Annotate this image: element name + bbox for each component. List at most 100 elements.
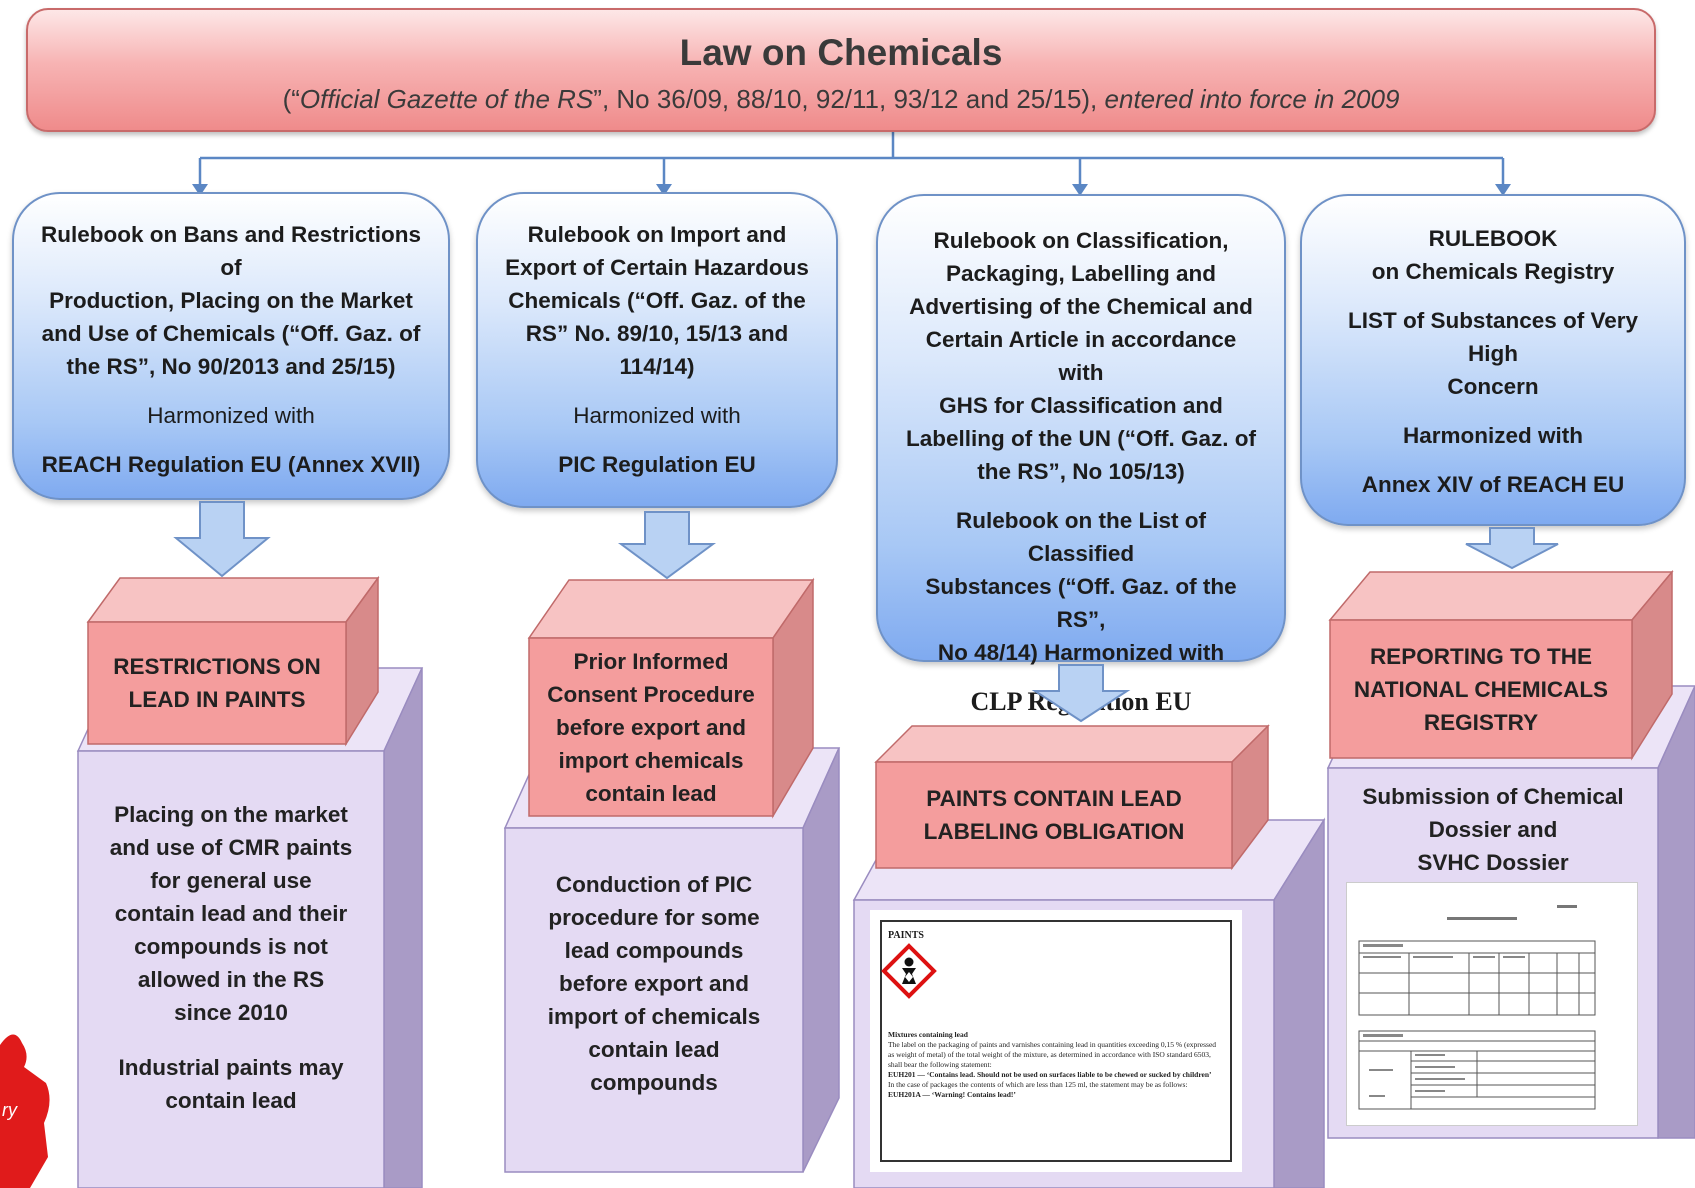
cube-body-line: Submission of Chemical <box>1362 784 1624 809</box>
rulebook-line: Rulebook on Import and <box>527 222 787 247</box>
rulebook-line: the RS”, No 90/2013 and 25/15) <box>66 354 396 379</box>
cube-3-title: PAINTS CONTAIN LEAD LABELING OBLIGATION <box>876 762 1232 868</box>
rulebook-line: the RS”, No 105/13) <box>977 459 1185 484</box>
cube-body-line: Conduction of PIC <box>555 872 753 897</box>
rulebook-import-export: Rulebook on Import and Export of Certain… <box>476 192 838 508</box>
cube-title-line: before export and <box>555 714 747 740</box>
law-subtitle: (“Official Gazette of the RS”, No 36/09,… <box>28 84 1654 115</box>
down-block-arrow-4 <box>1465 527 1559 570</box>
cube-4-title: REPORTING TO THE NATIONAL CHEMICALS REGI… <box>1330 620 1632 758</box>
law-subtitle-tail: entered into force in 2009 <box>1104 84 1400 114</box>
rulebook-line: Substances (“Off. Gaz. of the RS”, <box>925 574 1237 632</box>
cube-title-line: PAINTS CONTAIN LEAD <box>926 786 1182 811</box>
rulebook-line: Concern <box>1447 374 1539 399</box>
rulebook-line: Rulebook on Bans and Restrictions of <box>40 222 422 280</box>
health-hazard-pictogram-icon <box>881 943 937 999</box>
cube-1-title: RESTRICTIONS ON LEAD IN PAINTS <box>88 622 346 744</box>
cube-body-line: for general use <box>150 868 312 893</box>
regulation-label: REACH Regulation EU (Annex XVII) <box>41 452 421 477</box>
law-subtitle-gazette: Official Gazette of the RS <box>299 84 594 114</box>
rulebook-line: Advertising of the Chemical and <box>909 294 1253 319</box>
rulebook-line: RS” No. 89/10, 15/13 and <box>525 321 789 346</box>
cube-title-line: NATIONAL CHEMICALS <box>1353 676 1609 702</box>
law-subtitle-open: (“ <box>282 84 300 114</box>
rulebook-line: Rulebook on the List of Classified <box>956 508 1206 566</box>
rulebook-line: Certain Article in accordance with <box>925 327 1237 385</box>
cube-title-line: LABELING OBLIGATION <box>923 819 1185 844</box>
rulebook-bans-restrictions: Rulebook on Bans and Restrictions of Pro… <box>12 192 450 500</box>
rulebook-line: LIST of Substances of Very High <box>1347 308 1639 366</box>
harmonized-label: Harmonized with <box>147 403 315 428</box>
cube-body-line: Placing on the market <box>114 802 348 827</box>
cube-registry-reporting: REPORTING TO THE NATIONAL CHEMICALS REGI… <box>1326 569 1695 1139</box>
connector-arrowhead <box>656 184 672 196</box>
label-doc-text: In the case of packages the contents of … <box>888 1080 1188 1089</box>
law-subtitle-numbers: ”, No 36/09, 88/10, 92/11, 93/12 and 25/… <box>593 84 1098 114</box>
cube-labeling-obligation: PAINTS CONTAIN LEAD LABELING OBLIGATION … <box>852 724 1326 1188</box>
cube-body-line: and use of CMR paints <box>109 835 353 860</box>
cube-pic-procedure: Prior Informed Consent Procedure before … <box>503 577 845 1173</box>
cube-body-line: Dossier and <box>1428 817 1558 842</box>
cube-title-line: Prior Informed <box>573 648 729 674</box>
rulebook-line: on Chemicals Registry <box>1371 259 1615 284</box>
rulebook-chemicals-registry: RULEBOOK on Chemicals Registry LIST of S… <box>1300 194 1686 526</box>
cube-title-line: REPORTING TO THE <box>1369 643 1593 669</box>
down-block-arrow-2 <box>617 511 717 580</box>
cube-body-line: SVHC Dossier <box>1417 850 1569 875</box>
harmonized-label: Harmonized with <box>573 403 741 428</box>
cube-body-line: compounds <box>590 1070 718 1095</box>
law-title: Law on Chemicals <box>679 32 1003 73</box>
label-document-image: PAINTS Mixtures containing lead The labe… <box>870 910 1242 1172</box>
cube-1-shape <box>76 575 424 1188</box>
cube-lead-restrictions: RESTRICTIONS ON LEAD IN PAINTS Placing o… <box>76 575 428 1188</box>
cube-2-shape <box>503 577 841 1173</box>
rulebook-line: and Use of Chemicals (“Off. Gaz. of <box>41 321 421 346</box>
cube-2-body: Conduction of PIC procedure for some lea… <box>505 868 803 1099</box>
rulebook-line: GHS for Classification and <box>939 393 1223 418</box>
cube-body-line: procedure for some <box>548 905 760 930</box>
label-doc-subheading: Mixtures containing lead <box>888 1030 968 1039</box>
corner-logo-text: ry <box>2 1100 17 1120</box>
rulebook-line: Rulebook on Classification, <box>933 228 1229 253</box>
cube-body-line: import of chemicals <box>547 1004 761 1029</box>
rulebook-line: Export of Certain Hazardous <box>505 255 809 280</box>
down-block-arrow-1 <box>173 501 271 578</box>
law-on-chemicals-box: Law on Chemicals (“Official Gazette of t… <box>26 8 1656 132</box>
regulation-label: PIC Regulation EU <box>558 452 756 477</box>
rulebook-line: Labelling of the UN (“Off. Gaz. of <box>906 426 1256 451</box>
regulation-label: Annex XIV of REACH EU <box>1361 472 1625 497</box>
cube-2-title: Prior Informed Consent Procedure before … <box>529 638 773 816</box>
rulebook-line: 114/14) <box>619 354 695 379</box>
connector-arrowhead <box>192 184 208 196</box>
cube-1-body: Placing on the market and use of CMR pai… <box>78 798 384 1117</box>
label-doc-heading: PAINTS <box>888 930 924 941</box>
cube-title-line: contain lead <box>585 780 717 806</box>
rulebook-line: No 48/14) Harmonized with <box>937 640 1225 665</box>
connector-arrowhead <box>1495 184 1511 196</box>
rulebook-line: Chemicals (“Off. Gaz. of the <box>508 288 806 313</box>
harmonized-label: Harmonized with <box>1402 423 1583 448</box>
cube-body-line: allowed in the RS <box>137 967 325 992</box>
puzzle-piece-icon <box>0 1034 50 1188</box>
dossier-form-image <box>1346 882 1638 1126</box>
cube-body-line: contain lead <box>588 1037 720 1062</box>
down-block-arrow-3 <box>1031 664 1131 723</box>
cube-title-line: Consent Procedure <box>547 681 755 707</box>
cube-4-body: Submission of Chemical Dossier and SVHC … <box>1328 780 1658 879</box>
rulebook-classification-labelling: Rulebook on Classification, Packaging, L… <box>876 194 1286 716</box>
rulebook-line: Packaging, Labelling and <box>945 261 1217 286</box>
dossier-form-graphic <box>1358 905 1596 1110</box>
cube-body-line: compounds is not <box>134 934 328 959</box>
cube-body-line: Industrial paints may <box>118 1055 344 1080</box>
rulebook-line: Production, Placing on the Market <box>49 288 413 313</box>
cube-body-line: lead compounds <box>564 938 744 963</box>
cube-title-line: RESTRICTIONS ON <box>113 654 321 679</box>
label-doc-text: EUH201 — ‘Contains lead. Should not be u… <box>888 1070 1212 1079</box>
cube-body-line: before export and <box>558 971 750 996</box>
connector-arrowhead <box>1072 184 1088 196</box>
label-doc-text: The label on the packaging of paints and… <box>888 1040 1217 1069</box>
cube-body-line: contain lead <box>165 1088 297 1113</box>
cube-title-line: import chemicals <box>558 747 744 773</box>
